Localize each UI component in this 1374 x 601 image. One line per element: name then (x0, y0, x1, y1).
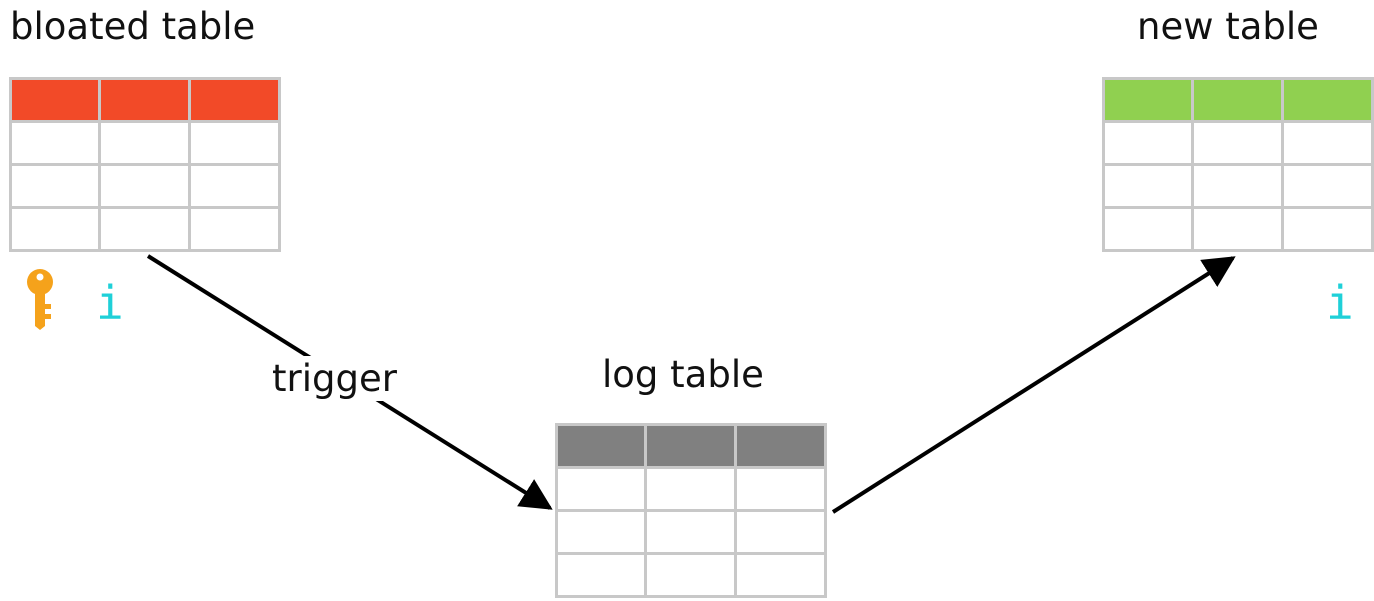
table-cell (555, 552, 647, 598)
log-table-label: log table (602, 353, 764, 396)
table-cell (734, 552, 827, 598)
table-cell (555, 466, 647, 512)
new-header-cell (1191, 77, 1284, 123)
log-table (555, 423, 827, 598)
table-cell (1281, 120, 1374, 166)
table-cell (1102, 206, 1194, 252)
bloated-header-cell (9, 77, 101, 123)
table-cell (188, 120, 281, 166)
new-table-label: new table (1137, 5, 1319, 48)
table-cell (9, 120, 101, 166)
new-header-cell (1102, 77, 1194, 123)
table-cell (734, 509, 827, 555)
table-cell (9, 163, 101, 209)
table-cell (1102, 163, 1194, 209)
table-cell (644, 552, 737, 598)
log-header-cell (555, 423, 647, 469)
table-cell (188, 163, 281, 209)
table-cell (1281, 206, 1374, 252)
table-cell (1191, 120, 1284, 166)
table-cell (98, 120, 191, 166)
log-header-cell (644, 423, 737, 469)
index-icon: i (96, 276, 124, 330)
table-cell (1191, 163, 1284, 209)
table-cell (734, 466, 827, 512)
table-cell (644, 466, 737, 512)
table-cell (1191, 206, 1284, 252)
log-header-cell (734, 423, 827, 469)
table-cell (1281, 163, 1374, 209)
table-cell (1102, 120, 1194, 166)
new-table (1102, 77, 1374, 252)
bloated-table-label: bloated table (10, 5, 256, 48)
table-cell (188, 206, 281, 252)
table-cell (644, 509, 737, 555)
edge-log-to-new (831, 256, 1236, 514)
table-cell (555, 509, 647, 555)
table-cell (9, 206, 101, 252)
key-icon (27, 269, 53, 330)
table-cell (98, 206, 191, 252)
bloated-header-cell (188, 77, 281, 123)
table-cell (98, 163, 191, 209)
bloated-table (9, 77, 281, 252)
trigger-label: trigger (266, 356, 403, 401)
bloated-header-cell (98, 77, 191, 123)
new-header-cell (1281, 77, 1374, 123)
index-icon: i (1326, 276, 1354, 330)
